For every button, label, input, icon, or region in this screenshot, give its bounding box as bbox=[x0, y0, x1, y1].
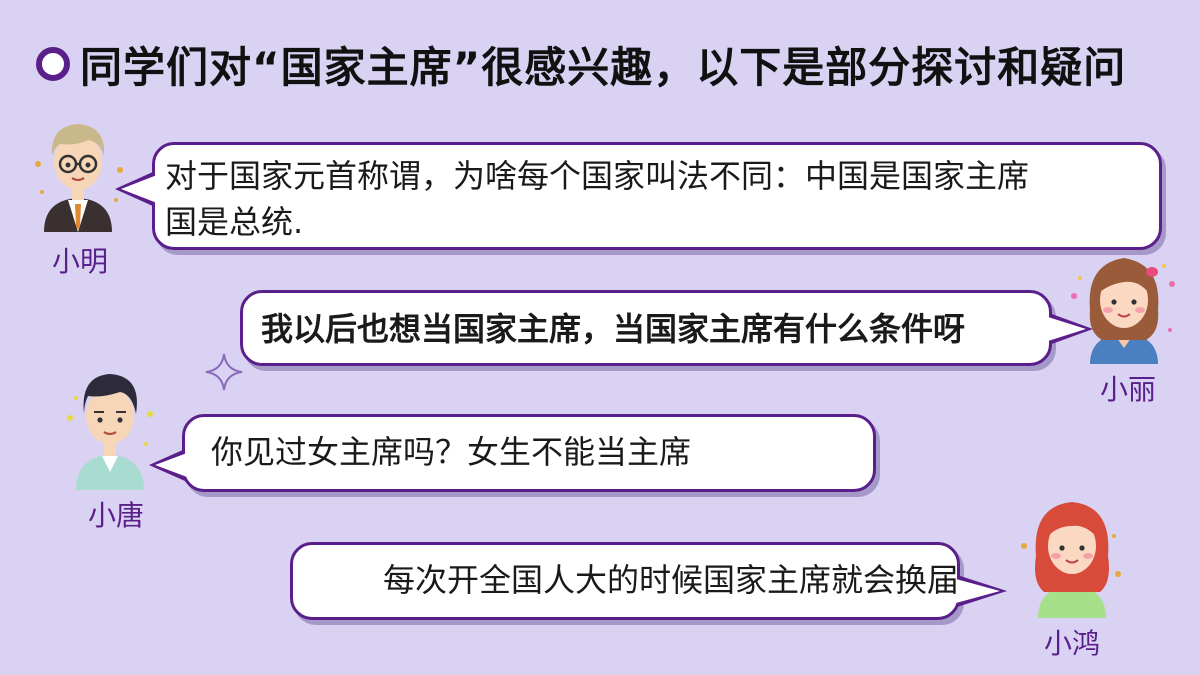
speech-bubble-xiaoli: 我以后也想当国家主席，当国家主席有什么条件呀 bbox=[240, 290, 1093, 366]
speech-bubble-xiaotang: 你见过女主席吗？女生不能当主席 bbox=[149, 414, 876, 492]
title-text: 同学们对“国家主席”很感兴趣，以下是部分探讨和疑问 bbox=[80, 42, 1127, 92]
speaker-name-xiaohong: 小鸿 bbox=[1044, 627, 1101, 660]
slide-title: 同学们对“国家主席”很感兴趣，以下是部分探讨和疑问 bbox=[36, 34, 1126, 94]
bubble-text-line-2: 国是总统. bbox=[165, 203, 304, 241]
girl-with-red-hair-avatar bbox=[1021, 502, 1121, 618]
girl-with-brown-hair-avatar bbox=[1071, 258, 1175, 364]
boy-with-glasses-avatar bbox=[35, 124, 123, 232]
speaker-name-xiaoming: 小明 bbox=[52, 245, 109, 278]
boy-avatar bbox=[67, 374, 153, 490]
sparkle-star-icon bbox=[205, 353, 243, 391]
bubble-text: 每次开全国人大的时候国家主席就会换届 bbox=[383, 561, 960, 599]
bubble-tail-fill bbox=[121, 175, 157, 203]
bubble-text-line-1: 对于国家元首称谓，为啥每个国家叫法不同：中国是国家主席 bbox=[165, 157, 1030, 195]
bubble-tail-fill bbox=[1048, 317, 1086, 341]
bubble-text: 我以后也想当国家主席，当国家主席有什么条件呀 bbox=[261, 310, 966, 348]
speech-bubble-xiaoming: 对于国家元首称谓，为啥每个国家叫法不同：中国是国家主席 国是总统. bbox=[115, 142, 1162, 250]
speech-bubble-xiaohong: 每次开全国人大的时候国家主席就会换届 bbox=[290, 542, 1007, 620]
bubble-tail-fill bbox=[155, 453, 187, 477]
speaker-name-xiaoli: 小丽 bbox=[1100, 373, 1157, 406]
ring-bullet-icon bbox=[36, 47, 70, 81]
speaker-name-xiaotang: 小唐 bbox=[88, 499, 145, 532]
bubble-text: 你见过女主席吗？女生不能当主席 bbox=[211, 433, 692, 471]
bubble-tail-fill bbox=[956, 579, 1000, 603]
